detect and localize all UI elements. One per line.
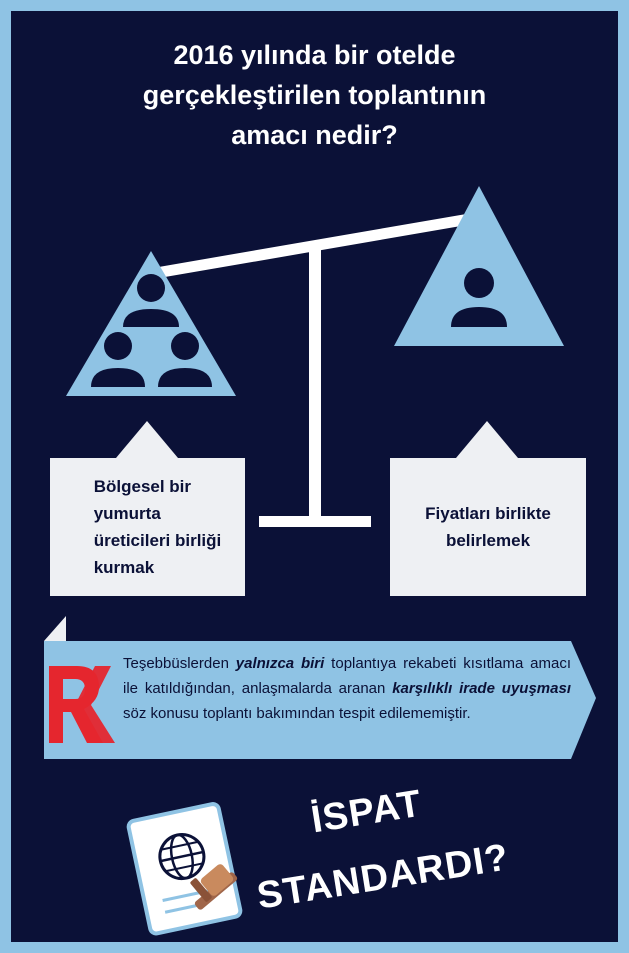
page-title: 2016 yılında bir otelde gerçekleştirilen… <box>142 40 487 150</box>
info-note-text: Teşebbüslerden yalnızca biri toplantıya … <box>123 655 571 722</box>
scale-post <box>309 249 321 527</box>
infographic-frame: 2016 yılında bir otelde gerçekleştirilen… <box>11 11 618 942</box>
option-box-left: Bölgesel bir yumurta üreticileri birliği… <box>50 458 245 596</box>
scale-beam <box>150 211 487 279</box>
scale-base <box>259 516 371 527</box>
info-banner <box>44 641 596 759</box>
option-box-right: Fiyatları birlikte belirlemek <box>390 458 586 596</box>
left-callout-pointer <box>116 421 178 458</box>
right-pan-triangle <box>394 186 564 346</box>
group-people-icon <box>91 274 212 387</box>
rk-logo <box>49 666 115 743</box>
gavel-icon <box>190 864 238 910</box>
banner-fold <box>44 616 66 641</box>
document-globe-icon <box>126 802 243 936</box>
balance-scale-graphic <box>44 186 596 936</box>
single-person-icon <box>451 268 507 327</box>
right-callout-pointer <box>456 421 518 458</box>
